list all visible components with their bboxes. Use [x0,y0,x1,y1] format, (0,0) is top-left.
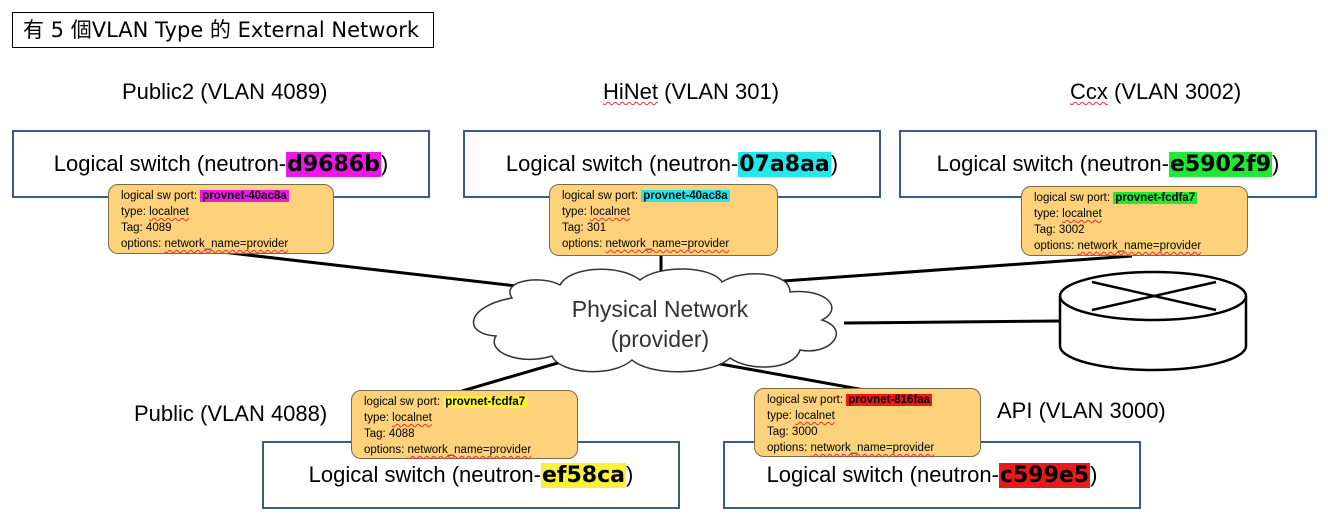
port-line: logical sw port: provnet-816faa [767,392,980,408]
network-label-public: Public (VLAN 4088) [134,401,327,427]
network-name: Public2 [122,79,195,104]
switch-suffix: ) [1090,462,1098,487]
network-vlan: (VLAN 301) [658,79,780,104]
network-vlan: (VLAN 4089) [194,79,328,104]
port-name: provnet-fcdfa7 [1113,192,1198,204]
switch-suffix: ) [1272,151,1280,176]
type-key: type: [562,206,591,218]
network-label-api: API (VLAN 3000) [997,398,1166,424]
switch-prefix: Logical switch (neutron- [308,462,541,487]
router-icon [1058,270,1248,372]
switch-suffix: ) [830,151,839,176]
logical-switch-hinet: Logical switch (neutron-07a8aa) [463,130,881,198]
options-key: options: [767,442,811,454]
options-line: options: network_name=provider [562,236,777,252]
port-box-public: logical sw port: provnet-fcdfa7 type: lo… [351,390,578,459]
type-key: type: [767,410,796,422]
port-box-hinet: logical sw port: provnet-40ac8a type: lo… [549,184,778,256]
switch-prefix: Logical switch (neutron- [505,151,739,176]
type-line: type: localnet [562,204,777,220]
cloud-label-line2: (provider) [610,326,710,352]
tag-line: Tag: 4088 [364,428,415,440]
port-key: logical sw port: [767,394,847,406]
options-value: network_name=provider [1077,240,1202,252]
port-key: logical sw port: [1034,192,1114,204]
port-key: logical sw port: [364,396,444,408]
cloud-label: Physical Network (provider) [540,294,780,354]
type-line: type: localnet [121,204,333,220]
network-name: Public [134,401,194,426]
tag-line: Tag: 3000 [767,426,818,438]
port-name: provnet-40ac8a [641,190,730,202]
type-key: type: [121,206,150,218]
logical-switch-public: Logical switch (neutron-ef58ca) [262,441,680,509]
network-vlan: (VLAN 3000) [1032,398,1166,423]
port-key: logical sw port: [121,190,201,202]
switch-id: c599e5 [998,462,1091,488]
diagram-title: 有 5 個VLAN Type 的 External Network [12,12,434,48]
options-key: options: [364,444,408,456]
network-label-ccx: Ccx (VLAN 3002) [1070,79,1241,105]
link-router [843,319,1060,325]
options-key: options: [121,238,165,250]
switch-suffix: ) [626,462,634,487]
options-line: options: network_name=provider [1034,238,1247,254]
switch-prefix: Logical switch (neutron- [766,462,999,487]
port-key: logical sw port: [562,190,642,202]
port-line: logical sw port: provnet-fcdfa7 [364,394,577,410]
port-line: logical sw port: provnet-40ac8a [121,188,333,204]
network-label-hinet: HiNet (VLAN 301) [603,79,779,105]
type-line: type: localnet [1034,206,1247,222]
switch-id: 07a8aa [738,151,831,177]
type-value: localnet [1062,208,1102,220]
port-box-api: logical sw port: provnet-816faa type: lo… [754,388,981,457]
type-value: localnet [149,206,189,218]
port-box-ccx: logical sw port: provnet-fcdfa7 type: lo… [1021,186,1248,256]
port-name: provnet-816faa [846,394,933,406]
network-name: HiNet [603,79,659,104]
options-line: options: network_name=provider [121,236,333,252]
options-key: options: [1034,240,1078,252]
network-label-public2: Public2 (VLAN 4089) [122,79,327,105]
port-line: logical sw port: provnet-40ac8a [562,188,777,204]
type-value: localnet [795,410,835,422]
switch-prefix: Logical switch (neutron- [936,151,1169,176]
switch-id: ef58ca [541,462,626,488]
switch-prefix: Logical switch (neutron- [53,151,287,176]
type-line: type: localnet [767,408,980,424]
options-value: network_name=provider [407,444,532,456]
tag-line: Tag: 3002 [1034,224,1085,236]
options-value: network_name=provider [810,442,935,454]
tag-line: Tag: 4089 [121,222,172,234]
switch-id: e5902f9 [1168,151,1273,177]
link-public2 [221,250,526,289]
network-name: Ccx [1070,79,1108,104]
port-name: provnet-fcdfa7 [443,396,528,408]
options-value: network_name=provider [605,238,730,250]
type-value: localnet [392,412,432,424]
port-name: provnet-40ac8a [200,190,289,202]
network-vlan: (VLAN 4088) [193,401,328,426]
switch-id: d9686b [286,151,381,177]
type-value: localnet [590,206,630,218]
options-line: options: network_name=provider [364,442,577,458]
type-key: type: [1034,208,1063,220]
options-key: options: [562,238,606,250]
port-line: logical sw port: provnet-fcdfa7 [1034,190,1247,206]
options-value: network_name=provider [164,238,289,250]
tag-line: Tag: 301 [562,222,607,234]
cloud-label-line1: Physical Network [571,296,749,322]
type-key: type: [364,412,393,424]
network-vlan: (VLAN 3002) [1107,79,1242,104]
port-box-public2: logical sw port: provnet-40ac8a type: lo… [108,184,334,254]
network-name: API [997,398,1033,423]
options-line: options: network_name=provider [767,440,980,456]
type-line: type: localnet [364,410,577,426]
cloud-shape [472,268,837,373]
switch-suffix: ) [380,151,389,176]
